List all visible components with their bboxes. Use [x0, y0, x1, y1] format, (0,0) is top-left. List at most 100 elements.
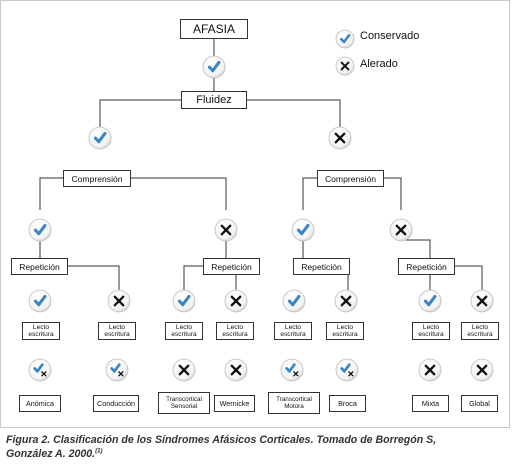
escritura-label: escritura: [171, 331, 197, 338]
check-cross-icon: [335, 358, 359, 382]
connector-line: [384, 177, 402, 210]
escritura-label: escritura: [332, 331, 358, 338]
leaf-wernicke: Wernicke: [214, 395, 255, 412]
comprension-right-box: Comprensión: [317, 170, 384, 187]
repeticion-box-4: Repetición: [398, 258, 455, 275]
lecto-label: Lecto: [422, 323, 440, 331]
lecto-label: Lecto: [108, 323, 126, 331]
connector-line: [247, 99, 341, 130]
connector-line: [99, 99, 181, 148]
escritura-label: escritura: [222, 331, 248, 338]
cross-icon: [334, 289, 358, 313]
escritura-label: escritura: [280, 331, 306, 338]
cross-icon: [470, 289, 494, 313]
check-icon: [88, 126, 112, 150]
global-label: Global: [469, 399, 490, 408]
fluidez-box: Fluidez: [181, 91, 247, 109]
leaf-broca: Broca: [329, 395, 366, 412]
aphasia-tree-diagram: [28, 29, 494, 382]
check-icon: [28, 218, 52, 242]
conduccion-label: Conducción: [97, 399, 135, 408]
legend-conservado-label: Conservado: [360, 30, 420, 42]
lecto-label: Lecto: [175, 323, 193, 331]
escritura-label: escritura: [104, 331, 130, 338]
caption-line-2: González A. 2000.: [6, 447, 96, 460]
broca-label: Broca: [338, 399, 357, 408]
sensorial-label: Sensorial: [170, 403, 198, 410]
connector-line: [302, 177, 317, 210]
leaf-conduccion: Conducción: [93, 395, 139, 412]
check-cross-icon: [105, 358, 129, 382]
transcortical-label: Transcortical: [166, 396, 202, 403]
check-icon: [202, 55, 226, 79]
comprension-label: Comprensión: [324, 173, 377, 184]
connector-line: [68, 265, 120, 290]
cross-icon: [224, 289, 248, 313]
repeticion-label: Repetición: [211, 261, 252, 272]
caption-line-1: Figura 2. Clasificación de los Síndromes…: [6, 434, 437, 446]
figure-frame: [0, 0, 510, 428]
afasia-label: AFASIA: [192, 22, 236, 36]
repeticion-box-2: Repetición: [203, 258, 260, 275]
repeticion-box-3: Repetición: [293, 258, 350, 275]
transcortical-label: Transcortical: [276, 396, 312, 403]
cross-icon: [224, 358, 248, 382]
lecto-label: Lecto: [336, 323, 354, 331]
leaf-global: Global: [461, 395, 498, 412]
cross-icon: [172, 358, 196, 382]
anomica-label: Anómica: [26, 399, 54, 408]
escritura-label: escritura: [28, 331, 54, 338]
check-icon: [282, 289, 306, 313]
cross-icon: [335, 56, 355, 76]
cross-icon: [214, 218, 238, 242]
check-icon: [291, 218, 315, 242]
connector-line: [455, 265, 483, 290]
cross-icon: [389, 218, 413, 242]
connector-lines: [39, 39, 483, 290]
cross-icon: [107, 289, 131, 313]
cross-icon: [418, 358, 442, 382]
cross-icon: [470, 358, 494, 382]
leaf-anomica: Anómica: [19, 395, 61, 412]
repeticion-label: Repetición: [19, 261, 60, 272]
check-cross-icon: [280, 358, 304, 382]
wernicke-label: Wernicke: [219, 399, 250, 408]
escritura-label: escritura: [467, 331, 493, 338]
check-icon: [418, 289, 442, 313]
lecto-label: Lecto: [284, 323, 302, 331]
check-icon: [28, 289, 52, 313]
check-cross-icon: [28, 358, 52, 382]
connector-line: [39, 177, 63, 210]
repeticion-label: Repetición: [406, 261, 447, 272]
escritura-label: escritura: [418, 331, 444, 338]
connector-line: [401, 239, 431, 258]
repeticion-label: Repetición: [301, 261, 342, 272]
connector-line: [183, 265, 203, 290]
figure-caption: Figura 2. Clasificación de los Síndromes…: [6, 434, 506, 461]
lecto-label: Lecto: [226, 323, 244, 331]
afasia-root-box: AFASIA: [180, 19, 248, 39]
lecto-label: Lecto: [32, 323, 50, 331]
connector-line: [131, 177, 227, 210]
comprension-left-box: Comprensión: [63, 170, 131, 187]
fluidez-label: Fluidez: [196, 94, 232, 106]
comprension-label: Comprensión: [71, 173, 123, 184]
cross-icon: [328, 126, 352, 150]
status-icons: [28, 29, 494, 382]
mixta-label: Mixta: [421, 399, 440, 408]
lecto-label: Lecto: [471, 323, 489, 331]
leaf-mixta: Mixta: [412, 395, 449, 412]
motora-label: Motora: [284, 403, 304, 410]
legend-alterado-label: Alerado: [360, 58, 398, 70]
check-icon: [335, 29, 355, 49]
